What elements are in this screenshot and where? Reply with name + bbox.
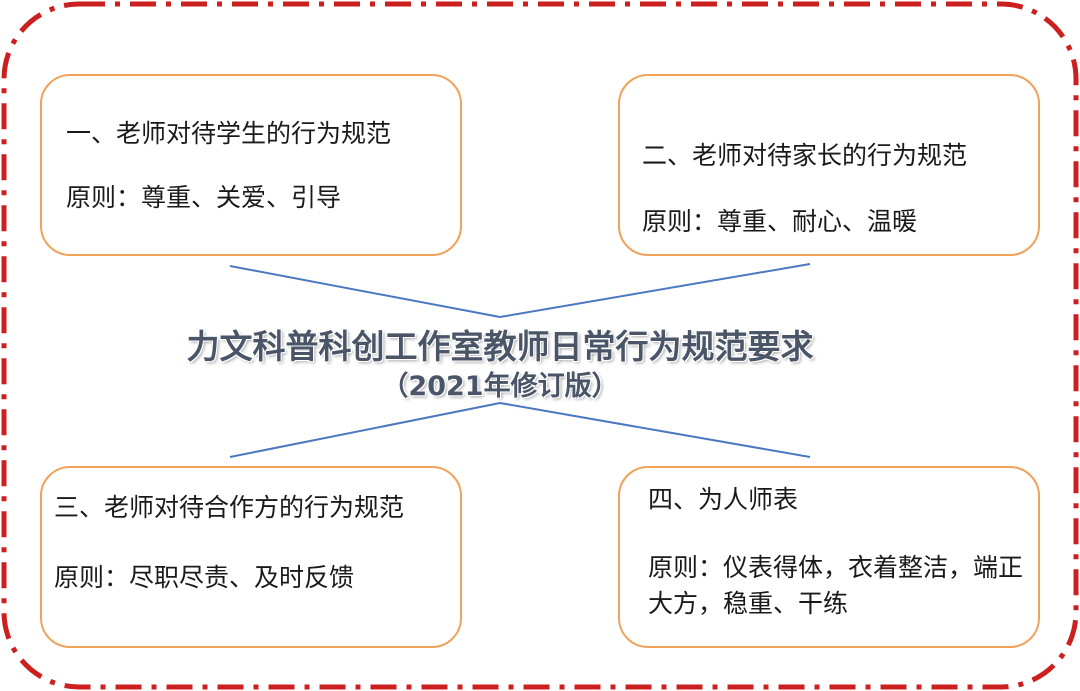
section-principle: 原则：仪表得体，衣着整洁，端正大方，稳重、干练 [648,553,1024,618]
section-heading: 一、老师对待学生的行为规范 [66,119,392,148]
section-heading: 二、老师对待家长的行为规范 [642,141,968,170]
diagram-subtitle: （2021年修订版） [381,371,619,402]
section-principle: 原则：尊重、耐心、温暖 [642,207,918,236]
connector-line-top-right [499,263,811,318]
section-box-role-model: 四、为人师表 原则：仪表得体，衣着整洁，端正大方，稳重、干练 [618,466,1040,648]
connector-line-bottom-left [229,402,501,458]
section-box-students: 一、老师对待学生的行为规范 原则：尊重、关爱、引导 [40,74,462,256]
section-heading: 四、为人师表 [648,485,799,514]
section-heading: 三、老师对待合作方的行为规范 [54,493,405,522]
diagram-title: 力文科普科创工作室教师日常行为规范要求 [186,327,814,366]
section-principle: 原则：尊重、关爱、引导 [66,183,342,212]
section-box-parents: 二、老师对待家长的行为规范 原则：尊重、耐心、温暖 [618,74,1040,256]
section-box-partners: 三、老师对待合作方的行为规范 原则：尽职尽责、及时反馈 [40,466,462,648]
section-principle: 原则：尽职尽责、及时反馈 [54,563,355,592]
connector-line-top-left [229,265,501,318]
connector-line-bottom-right [499,402,811,458]
